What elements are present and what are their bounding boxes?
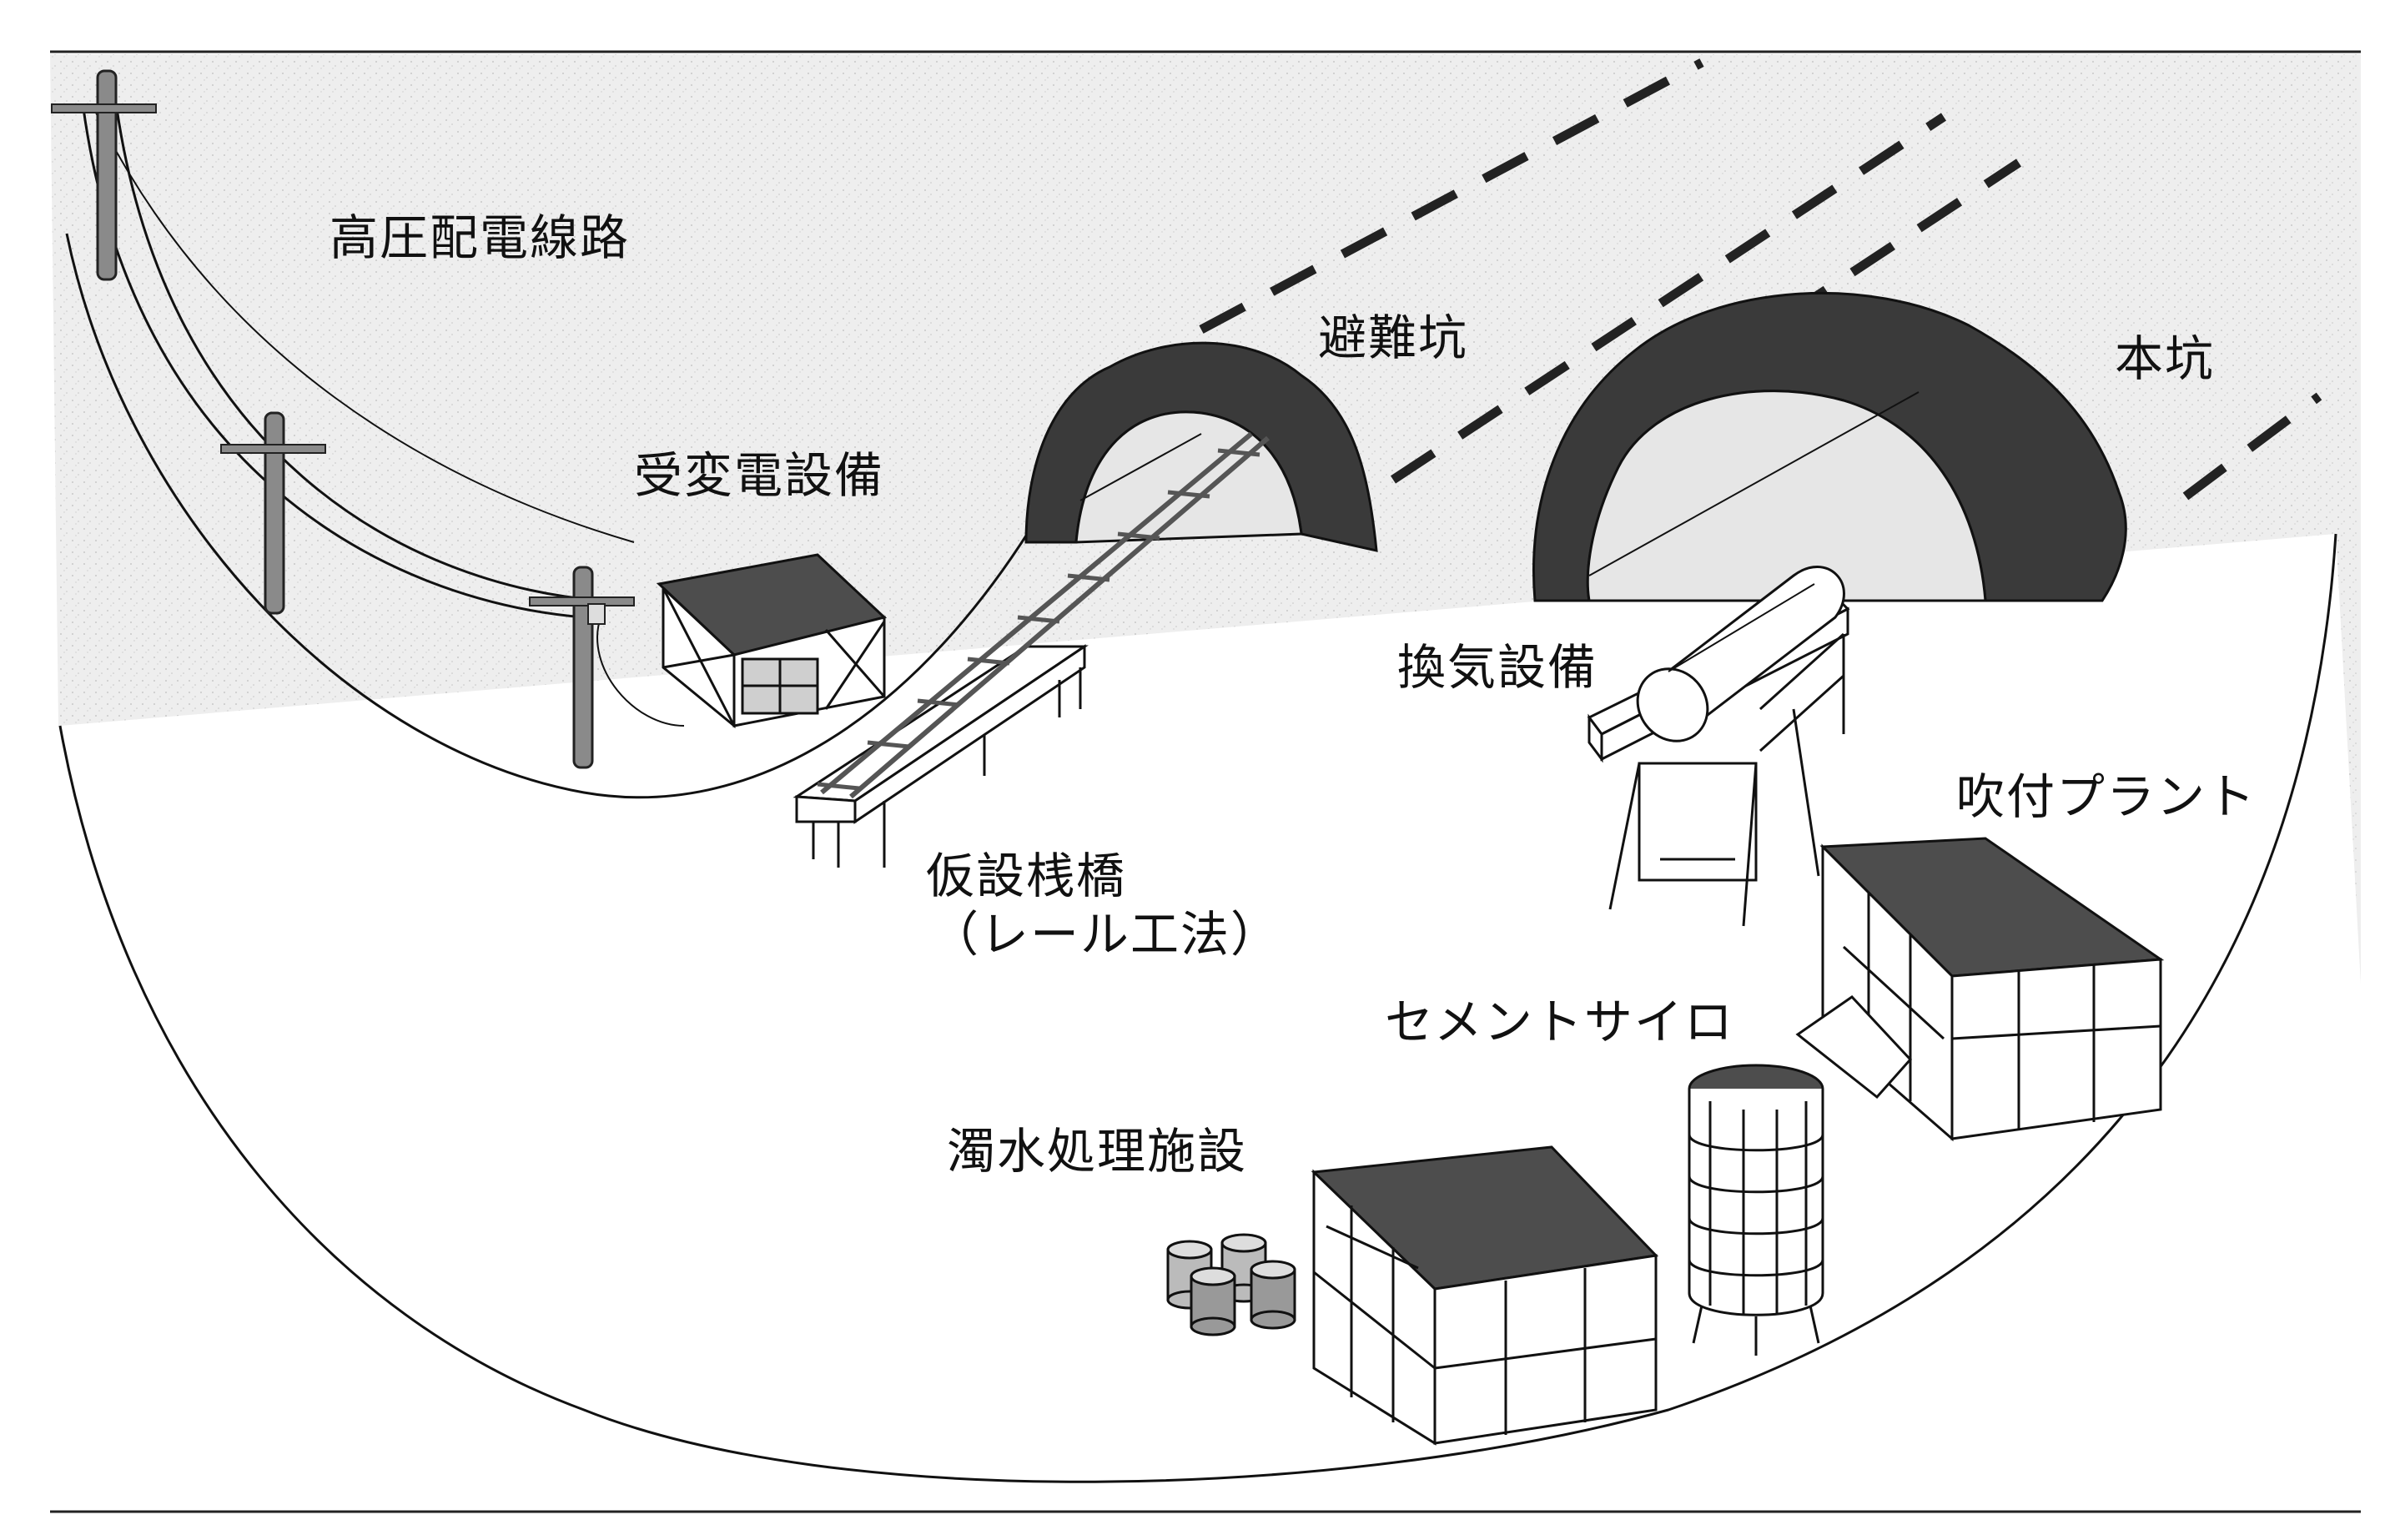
- label-substation: 受変電設備: [634, 447, 884, 504]
- water-tank: [1190, 1266, 1236, 1336]
- label-trestle: 仮設桟橋: [926, 848, 1126, 904]
- label-water-treatment: 濁水処理施設: [947, 1123, 1247, 1180]
- cement-silo: [1688, 1064, 1824, 1356]
- water-tank: [1250, 1260, 1296, 1330]
- label-main-tunnel: 本坑: [2115, 330, 2215, 387]
- utility-pole: [51, 69, 157, 281]
- label-shotcrete-plant: 吹付プラント: [1956, 768, 2257, 825]
- water-tank-cluster: [1166, 1233, 1296, 1336]
- label-trestle-method: （レール工法）: [930, 906, 1281, 963]
- label-power-line: 高圧配電線路: [330, 209, 630, 266]
- utility-pole: [529, 566, 635, 769]
- tunnel-alignment-lines: [1199, 58, 2322, 501]
- road-curve: [65, 233, 1044, 799]
- main-tunnel-portal: [1532, 292, 2127, 602]
- evacuation-tunnel-portal: [1024, 341, 1378, 552]
- shotcrete-plant-building: [1795, 837, 2165, 1142]
- substation-building: [656, 553, 888, 729]
- temporary-trestle-bridge: [792, 431, 1270, 868]
- power-line-group: [51, 69, 685, 769]
- label-evacuation-tunnel: 避難坑: [1318, 310, 1468, 366]
- utility-pole: [220, 411, 326, 615]
- label-cement-silo: セメントサイロ: [1385, 994, 1734, 1050]
- water-treatment-building: [1311, 1145, 1659, 1446]
- label-ventilation: 換気設備: [1397, 639, 1598, 696]
- ventilation-fan-system: [1587, 566, 1850, 927]
